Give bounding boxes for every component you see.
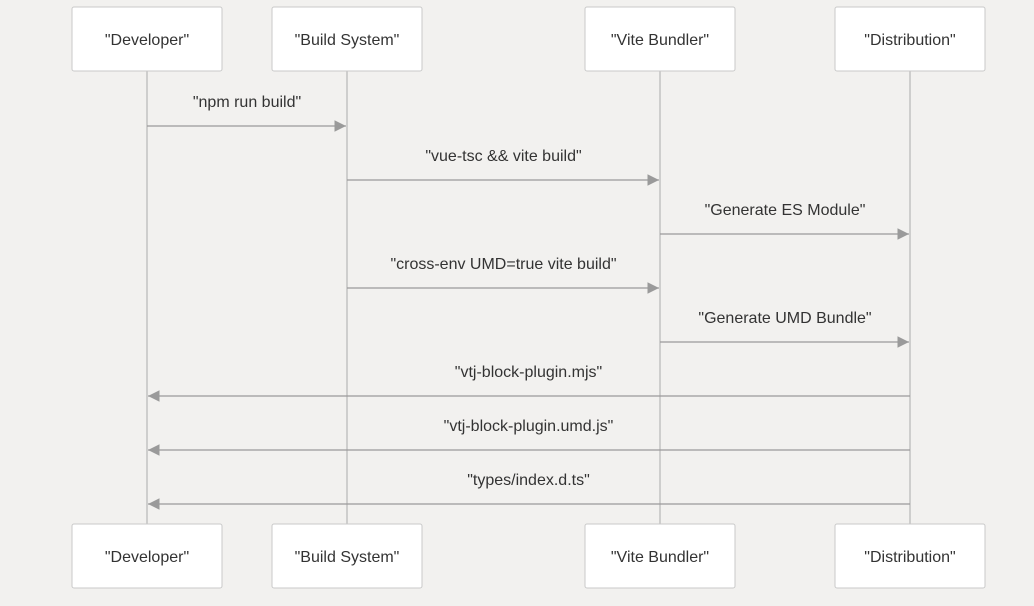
message: "types/index.d.ts" xyxy=(148,472,910,510)
participant-dev-bottom: "Developer" xyxy=(71,523,223,589)
participant-box xyxy=(584,6,736,72)
message: "vtj-block-plugin.umd.js" xyxy=(148,418,910,456)
participant-label: "Build System" xyxy=(295,32,400,49)
message-label: "cross-env UMD=true vite build" xyxy=(390,256,616,273)
participant-label: "Developer" xyxy=(105,32,189,49)
message-label: "vtj-block-plugin.umd.js" xyxy=(444,418,614,435)
message-label: "Generate UMD Bundle" xyxy=(698,310,871,327)
participant-dist-top: "Distribution" xyxy=(834,6,986,72)
participant-build-bottom: "Build System" xyxy=(271,523,423,589)
participant-label: "Distribution" xyxy=(864,32,955,49)
message-label: "types/index.d.ts" xyxy=(467,472,590,489)
participant-dist-bottom: "Distribution" xyxy=(834,523,986,589)
participant-label: "Distribution" xyxy=(864,549,955,566)
participant-label: "Build System" xyxy=(295,549,400,566)
message-label: "vtj-block-plugin.mjs" xyxy=(455,364,602,381)
participant-label: "Developer" xyxy=(105,549,189,566)
message: "vue-tsc && vite build" xyxy=(347,148,659,186)
participant-box xyxy=(271,6,423,72)
message: "npm run build" xyxy=(147,94,346,132)
participant-vite-top: "Vite Bundler" xyxy=(584,6,736,72)
message-label: "vue-tsc && vite build" xyxy=(425,148,581,165)
message: "Generate ES Module" xyxy=(660,202,909,240)
participant-label: "Vite Bundler" xyxy=(611,549,709,566)
participant-box xyxy=(71,6,223,72)
message: "cross-env UMD=true vite build" xyxy=(347,256,659,294)
message-label: "npm run build" xyxy=(193,94,301,111)
participant-vite-bottom: "Vite Bundler" xyxy=(584,523,736,589)
participant-label: "Vite Bundler" xyxy=(611,32,709,49)
participant-dev-top: "Developer" xyxy=(71,6,223,72)
participant-box xyxy=(834,523,986,589)
participant-box xyxy=(71,523,223,589)
participant-build-top: "Build System" xyxy=(271,6,423,72)
participant-box xyxy=(584,523,736,589)
participant-box xyxy=(834,6,986,72)
message: "vtj-block-plugin.mjs" xyxy=(148,364,910,402)
participant-box xyxy=(271,523,423,589)
message-label: "Generate ES Module" xyxy=(705,202,866,219)
message: "Generate UMD Bundle" xyxy=(660,310,909,348)
